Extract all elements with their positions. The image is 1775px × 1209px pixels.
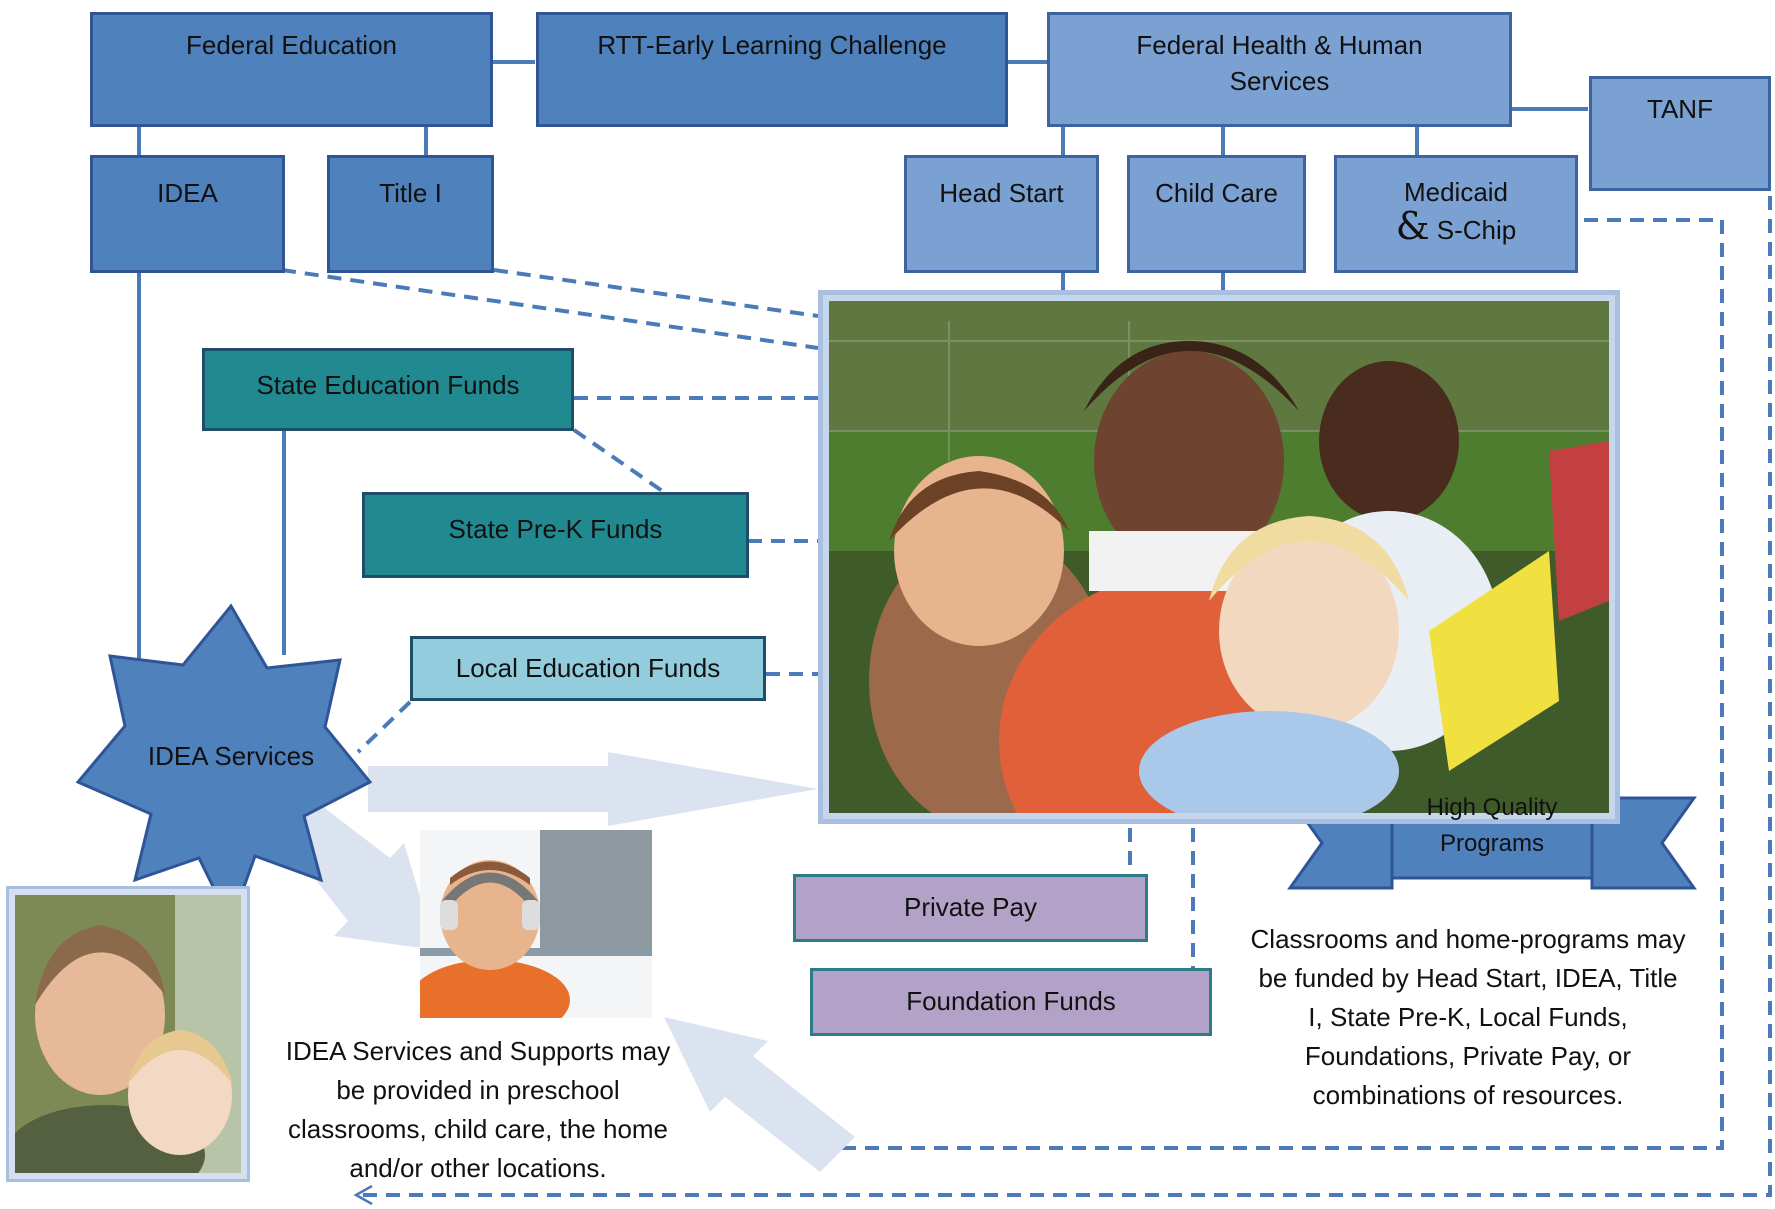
foundation-funds-label: Foundation Funds: [906, 986, 1116, 1016]
head-start-label: Head Start: [939, 178, 1064, 208]
programs-funding-caption: Classrooms and home-programs may be fund…: [1250, 924, 1686, 1110]
idea-box: IDEA: [90, 155, 285, 273]
medicaid-ampersand: &: [1395, 204, 1430, 248]
boy-headphones-photo: [420, 830, 652, 1018]
child-care-box: Child Care: [1127, 155, 1306, 273]
state-prek-funds-label: State Pre-K Funds: [448, 514, 663, 544]
classroom-photo: [818, 290, 1620, 824]
hhs-label: Federal Health & Human Services: [1136, 30, 1423, 96]
mother-child-photo: [6, 886, 250, 1182]
dash-medicaid-route: [840, 218, 1724, 1150]
local-education-funds-box: Local Education Funds: [410, 636, 766, 701]
dash-arrowhead: [353, 1184, 373, 1206]
rtt-label: RTT-Early Learning Challenge: [597, 30, 947, 60]
federal-education-box: Federal Education: [90, 12, 493, 127]
dash-idea-photo: [281, 268, 819, 350]
medicaid-box: Medicaid & S-Chip: [1334, 155, 1578, 273]
federal-education-label: Federal Education: [185, 30, 398, 60]
arrow-medicaid-to-child: [664, 1017, 855, 1172]
medicaid-label: Medicaid: [1403, 177, 1509, 207]
classroom-photo-image: [829, 301, 1609, 819]
boy-headphones-image: [420, 830, 652, 1018]
title1-box: Title I: [327, 155, 494, 273]
private-pay-label: Private Pay: [904, 892, 1037, 922]
high-quality-programs-label: High Quality Programs: [1426, 794, 1558, 857]
state-education-funds-label: State Education Funds: [256, 370, 520, 400]
arrow-services-to-programs: [368, 752, 818, 826]
title1-label: Title I: [379, 178, 442, 208]
hhs-box: Federal Health & Human Services: [1047, 12, 1512, 127]
arrow-services-to-child: [283, 803, 436, 950]
private-pay-box: Private Pay: [793, 874, 1148, 942]
idea-label: IDEA: [157, 178, 218, 208]
head-start-box: Head Start: [904, 155, 1099, 273]
schip-label: S-Chip: [1436, 215, 1517, 245]
tanf-label: TANF: [1647, 94, 1713, 124]
dash-local-services: [356, 700, 412, 754]
foundation-funds-box: Foundation Funds: [810, 968, 1212, 1036]
tanf-box: TANF: [1589, 76, 1771, 191]
idea-services-caption: IDEA Services and Supports may be provid…: [285, 1036, 671, 1183]
dash-title1-photo: [493, 268, 819, 318]
rtt-box: RTT-Early Learning Challenge: [536, 12, 1008, 127]
state-prek-funds-box: State Pre-K Funds: [362, 492, 749, 578]
state-education-funds-box: State Education Funds: [202, 348, 574, 431]
child-care-label: Child Care: [1155, 178, 1278, 208]
mother-child-image: [9, 895, 241, 1179]
local-education-funds-label: Local Education Funds: [455, 653, 721, 683]
dash-tanf-route: [358, 196, 1772, 1197]
dash-stateed-prek: [572, 428, 670, 497]
idea-services-label: IDEA Services: [147, 741, 315, 771]
